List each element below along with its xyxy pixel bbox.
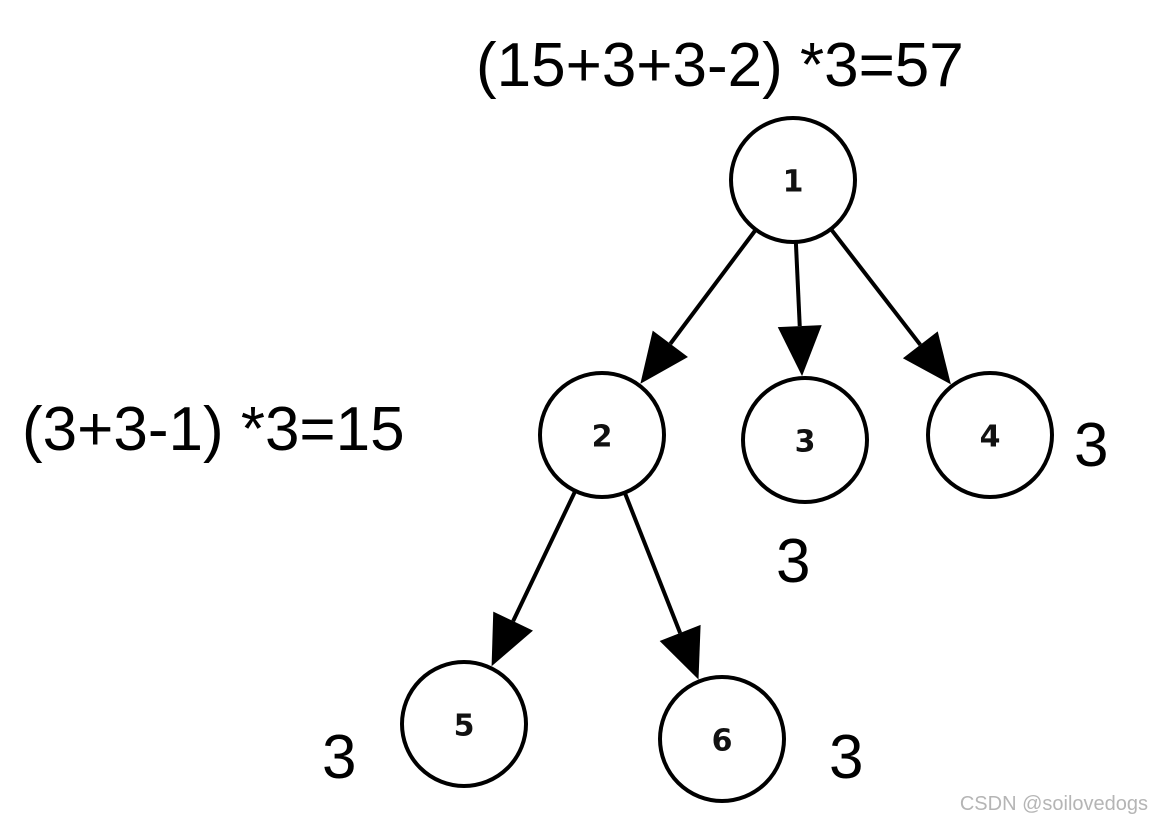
node-circle <box>658 675 786 803</box>
edge-1-3 <box>777 241 822 377</box>
arrowhead <box>902 331 951 385</box>
edge-line <box>622 491 683 634</box>
annotation-node-3: 3 <box>776 527 810 596</box>
node-label: 3 <box>795 425 816 460</box>
edge-line <box>793 241 802 327</box>
edge-line <box>668 228 758 345</box>
edge-line <box>829 227 922 347</box>
node-circle <box>926 371 1054 499</box>
annotation-node-2: (3+3-1) *3=15 <box>22 395 405 464</box>
arrowhead <box>659 624 701 680</box>
node-label: 5 <box>454 709 475 744</box>
node-2: 2 <box>538 371 666 499</box>
node-circle <box>729 116 857 244</box>
annotation-node-1: (15+3+3-2) *3=57 <box>476 31 964 100</box>
node-label: 6 <box>712 724 733 759</box>
annotation-node-4: 3 <box>1074 411 1108 480</box>
node-1: 1 <box>729 116 857 244</box>
node-3: 3 <box>741 376 869 504</box>
node-4: 4 <box>926 371 1054 499</box>
arrowhead <box>777 325 822 377</box>
edge-1-2 <box>640 228 758 384</box>
nodes-layer: 1 2 3 4 5 6 <box>400 116 1054 803</box>
arrowhead <box>640 330 688 384</box>
edge-2-6 <box>622 491 701 680</box>
watermark: CSDN @soilovedogs <box>960 793 1148 815</box>
edge-1-4 <box>829 227 951 385</box>
node-label: 2 <box>592 420 613 455</box>
node-label: 1 <box>783 165 804 200</box>
edges-layer <box>491 227 951 680</box>
node-5: 5 <box>400 660 528 788</box>
annotation-node-5: 3 <box>322 723 356 792</box>
node-label: 4 <box>980 420 1001 455</box>
node-6: 6 <box>658 675 786 803</box>
edge-line <box>511 490 578 622</box>
arrowhead <box>491 611 533 667</box>
node-circle <box>400 660 528 788</box>
node-circle <box>538 371 666 499</box>
edge-2-5 <box>491 490 578 667</box>
annotation-node-6: 3 <box>829 723 863 792</box>
node-circle <box>741 376 869 504</box>
